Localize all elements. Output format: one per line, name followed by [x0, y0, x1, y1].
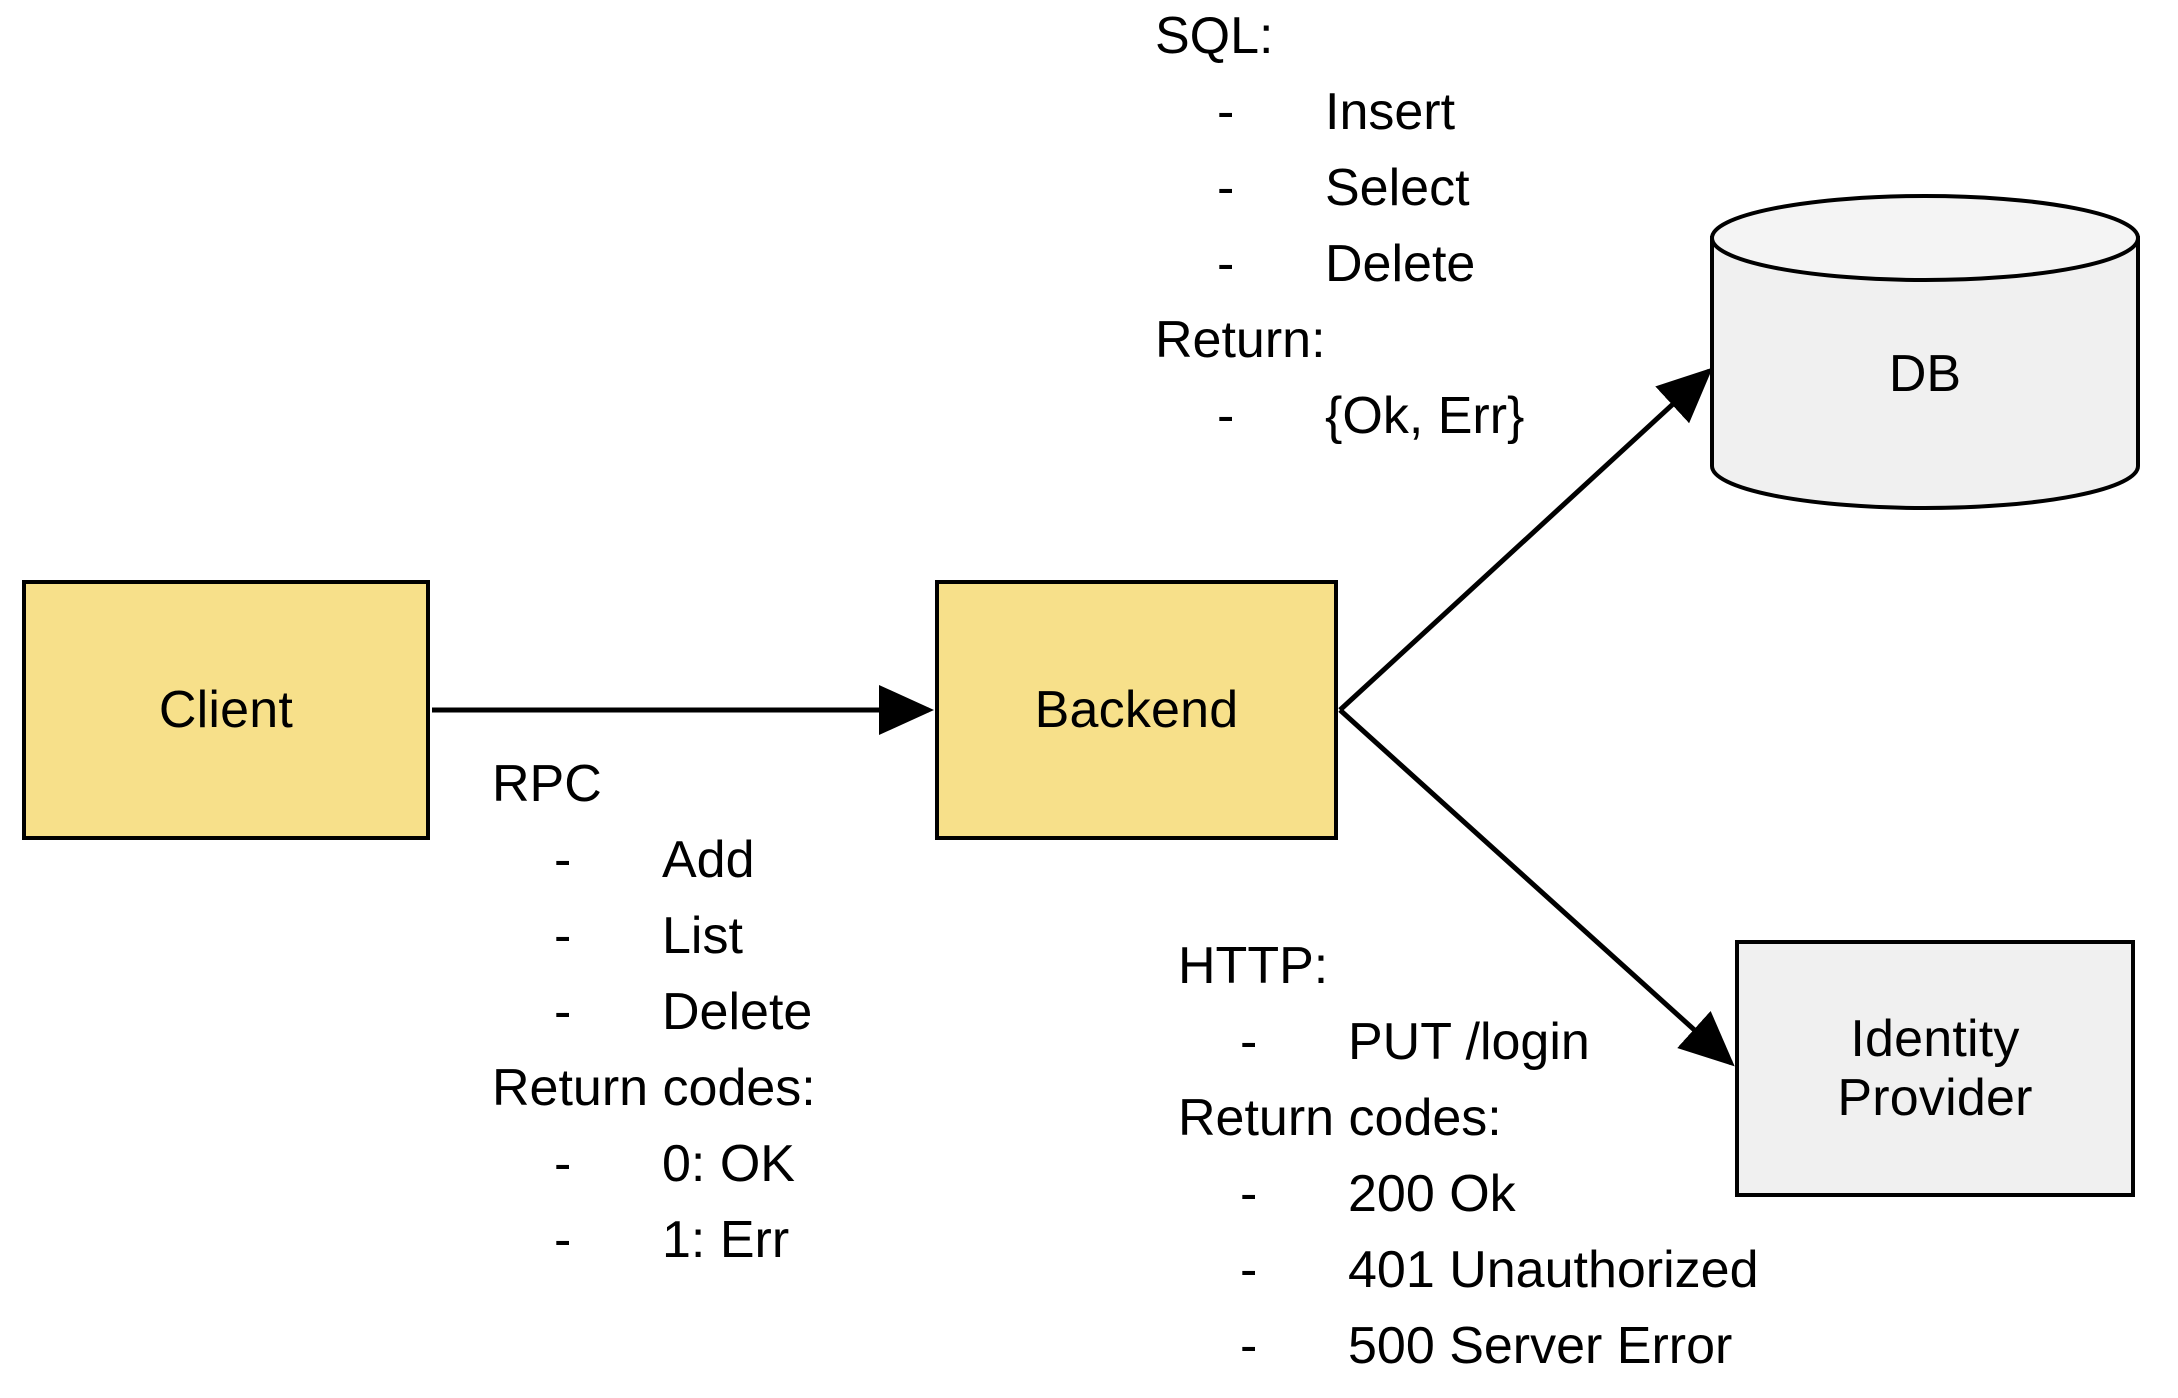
http-return-item-label: 200 Ok	[1348, 1165, 1516, 1223]
edge-backend-to-identity-provider	[1338, 708, 1735, 1067]
node-backend[interactable]: Backend	[935, 580, 1338, 840]
http-item-label: PUT /login	[1348, 1013, 1590, 1071]
http-return-item: - 500 Server Error	[1178, 1308, 1759, 1384]
bullet-dash: -	[1217, 83, 1235, 141]
http-return-item-label: 500 Server Error	[1348, 1317, 1733, 1375]
annotation-sql: SQL: - Insert - Select - Delete Return: …	[1155, 0, 1524, 454]
bullet-dash: -	[1240, 1241, 1258, 1299]
sql-item-label: Select	[1325, 159, 1470, 217]
sql-item: - Select	[1155, 150, 1524, 226]
db-cylinder-shape	[1710, 194, 2140, 510]
bullet-dash: -	[1217, 387, 1235, 445]
sql-heading: SQL:	[1155, 7, 1274, 65]
node-backend-label: Backend	[1034, 680, 1239, 739]
bullet-dash: -	[554, 907, 572, 965]
sql-item: - Insert	[1155, 74, 1524, 150]
node-identity-provider-label: Identity Provider	[1837, 1010, 2033, 1127]
sql-item-label: Insert	[1325, 83, 1456, 141]
http-return-item-label: 401 Unauthorized	[1348, 1241, 1759, 1299]
sql-item-label: Delete	[1325, 235, 1476, 293]
bullet-dash: -	[1217, 159, 1235, 217]
rpc-return-item-label: 0: OK	[662, 1135, 795, 1193]
http-return-item: - 401 Unauthorized	[1178, 1232, 1759, 1308]
sql-return-item-label: {Ok, Err}	[1325, 387, 1525, 445]
annotation-rpc: RPC - Add - List - Delete Return codes: …	[492, 746, 816, 1278]
rpc-item-label: Delete	[662, 983, 813, 1041]
http-heading: HTTP:	[1178, 937, 1329, 995]
rpc-return-item-label: 1: Err	[662, 1211, 790, 1269]
bullet-dash: -	[1240, 1165, 1258, 1223]
rpc-return-item: - 1: Err	[492, 1202, 816, 1278]
node-client[interactable]: Client	[22, 580, 430, 840]
node-identity-provider[interactable]: Identity Provider	[1735, 940, 2135, 1197]
http-return-item: - 200 Ok	[1178, 1156, 1759, 1232]
bullet-dash: -	[1240, 1317, 1258, 1375]
annotation-http: HTTP: - PUT /login Return codes: - 200 O…	[1178, 928, 1759, 1384]
edge-backend-to-db	[1338, 367, 1713, 712]
rpc-item: - Add	[492, 822, 816, 898]
bullet-dash: -	[1217, 235, 1235, 293]
rpc-return-heading: Return codes:	[492, 1059, 816, 1117]
bullet-dash: -	[1240, 1013, 1258, 1071]
rpc-item-label: Add	[662, 831, 755, 889]
bullet-dash: -	[554, 831, 572, 889]
rpc-item-label: List	[662, 907, 743, 965]
bullet-dash: -	[554, 1135, 572, 1193]
http-return-heading: Return codes:	[1178, 1089, 1502, 1147]
rpc-return-item: - 0: OK	[492, 1126, 816, 1202]
sql-item: - Delete	[1155, 226, 1524, 302]
http-item: - PUT /login	[1178, 1004, 1759, 1080]
rpc-heading: RPC	[492, 755, 602, 813]
bullet-dash: -	[554, 983, 572, 1041]
node-client-label: Client	[158, 680, 294, 739]
rpc-item: - Delete	[492, 974, 816, 1050]
node-db-label: DB	[1888, 345, 1962, 403]
sql-return-heading: Return:	[1155, 311, 1326, 369]
sql-return-item: - {Ok, Err}	[1155, 378, 1524, 454]
bullet-dash: -	[554, 1211, 572, 1269]
rpc-item: - List	[492, 898, 816, 974]
